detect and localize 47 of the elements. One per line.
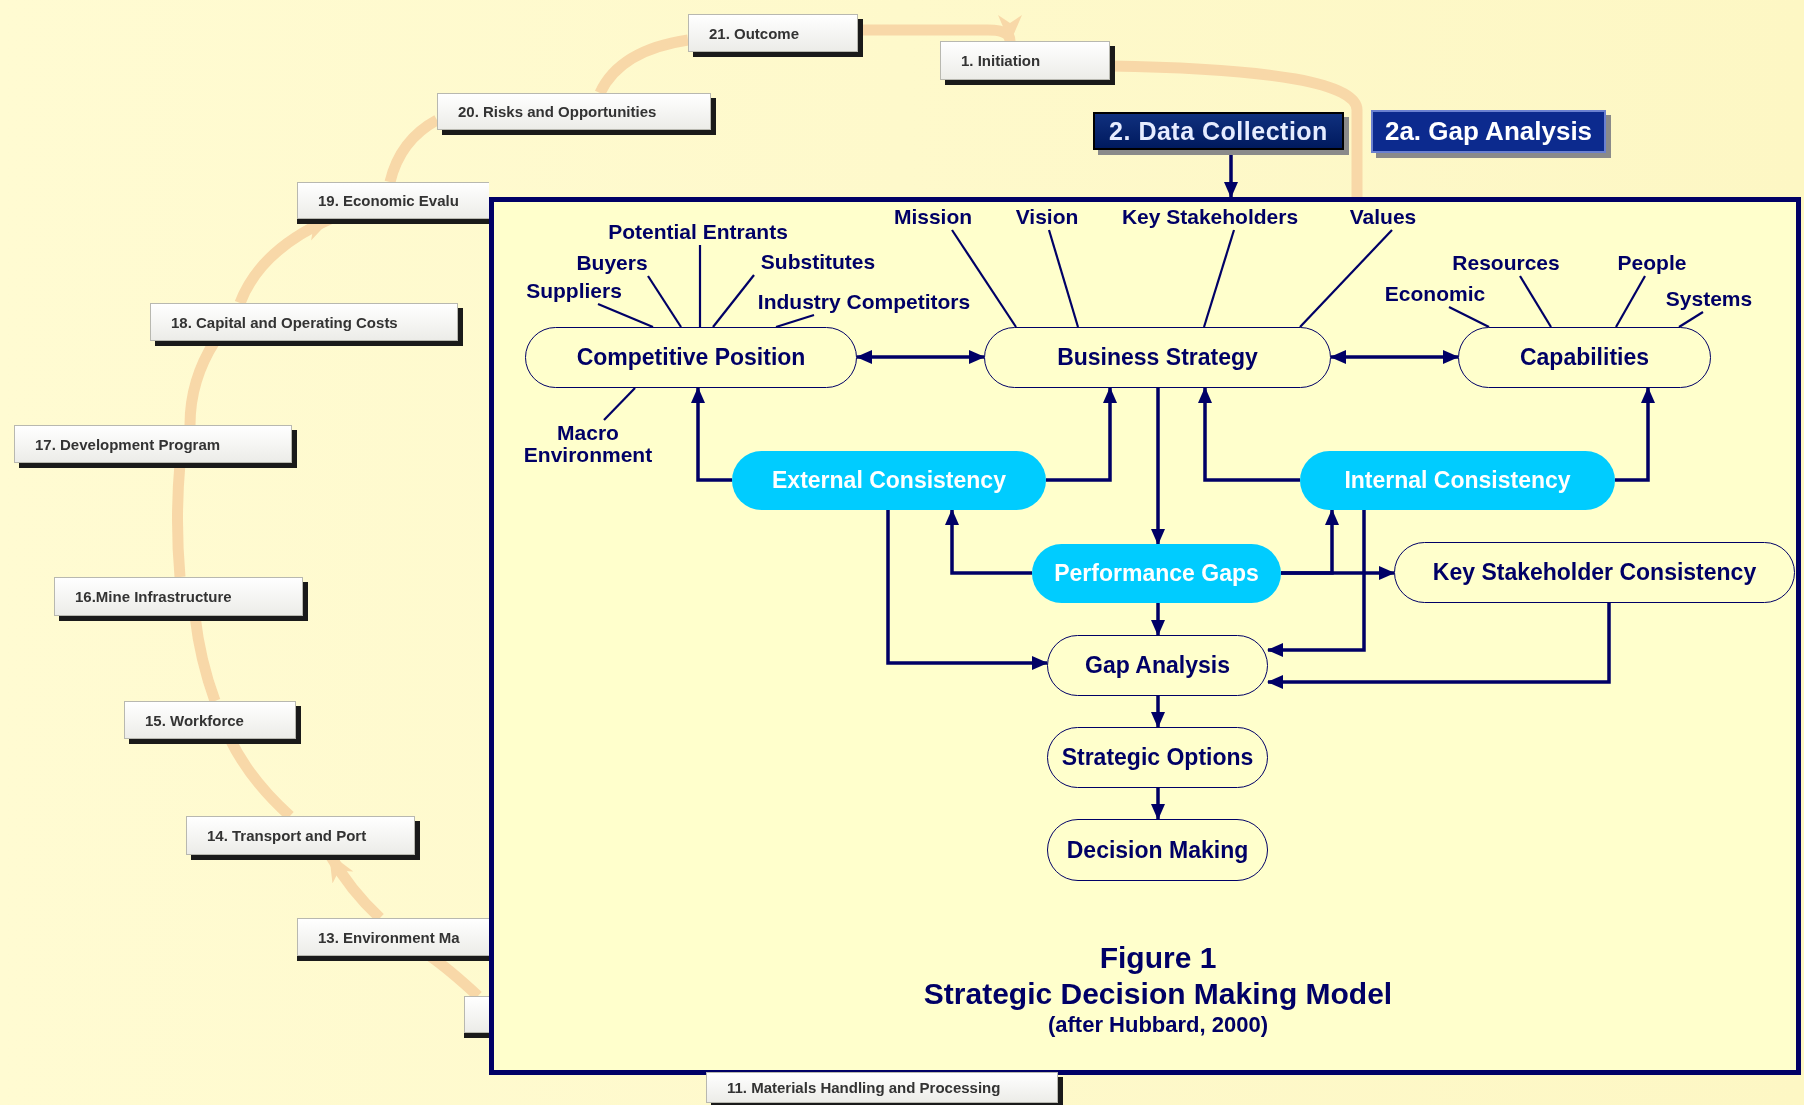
factor-label: Values [1349,206,1417,228]
factor-label: Industry Competitors [757,291,971,313]
arrow [856,350,985,364]
arrow [1615,387,1655,482]
leader-line [647,275,682,328]
arrow [1151,788,1165,820]
factor-label: Systems [1665,288,1753,310]
figure-number: Figure 1 [1099,940,1217,976]
arrow [1330,350,1459,364]
arrow [1151,603,1165,636]
leader-line [698,245,702,327]
leader-line [1678,311,1704,328]
leader-line [775,313,815,329]
leader-line [1448,306,1490,328]
arrow [1281,566,1395,580]
arrow [945,509,1032,575]
leader-line [603,387,636,421]
leader-line [1519,275,1552,328]
arrow [1267,510,1366,657]
leader-line [1202,229,1236,328]
leader-line [1299,229,1393,328]
model-panel [489,197,1801,1075]
arrow [1198,387,1300,482]
leader-line [1615,275,1646,328]
arrow [691,387,732,482]
arrow [886,510,1048,670]
factor-label: Mission [893,206,973,228]
arrow [1046,387,1117,482]
arrow [1267,603,1611,689]
factor-label: Potential Entrants [608,221,788,243]
factor-label: Economic [1384,283,1486,305]
figure-credit: (after Hubbard, 2000) [1047,1012,1269,1039]
factor-label: People [1617,252,1687,274]
factor-label: Suppliers [526,280,622,302]
figure-title: Strategic Decision Making Model [923,976,1393,1012]
arrow [1151,388,1165,545]
factor-label: Substitutes [760,251,876,273]
factor-label: Key Stakeholders [1121,206,1299,228]
factor-label: Buyers [576,252,648,274]
leader-line [597,303,654,328]
leader-line [1047,229,1080,328]
leader-line [712,274,755,328]
factor-label: Vision [1015,206,1079,228]
factor-label: Macro Environment [523,421,653,467]
arrow [1151,696,1165,728]
leader-line [951,229,1017,328]
factor-label: Resources [1452,252,1560,274]
